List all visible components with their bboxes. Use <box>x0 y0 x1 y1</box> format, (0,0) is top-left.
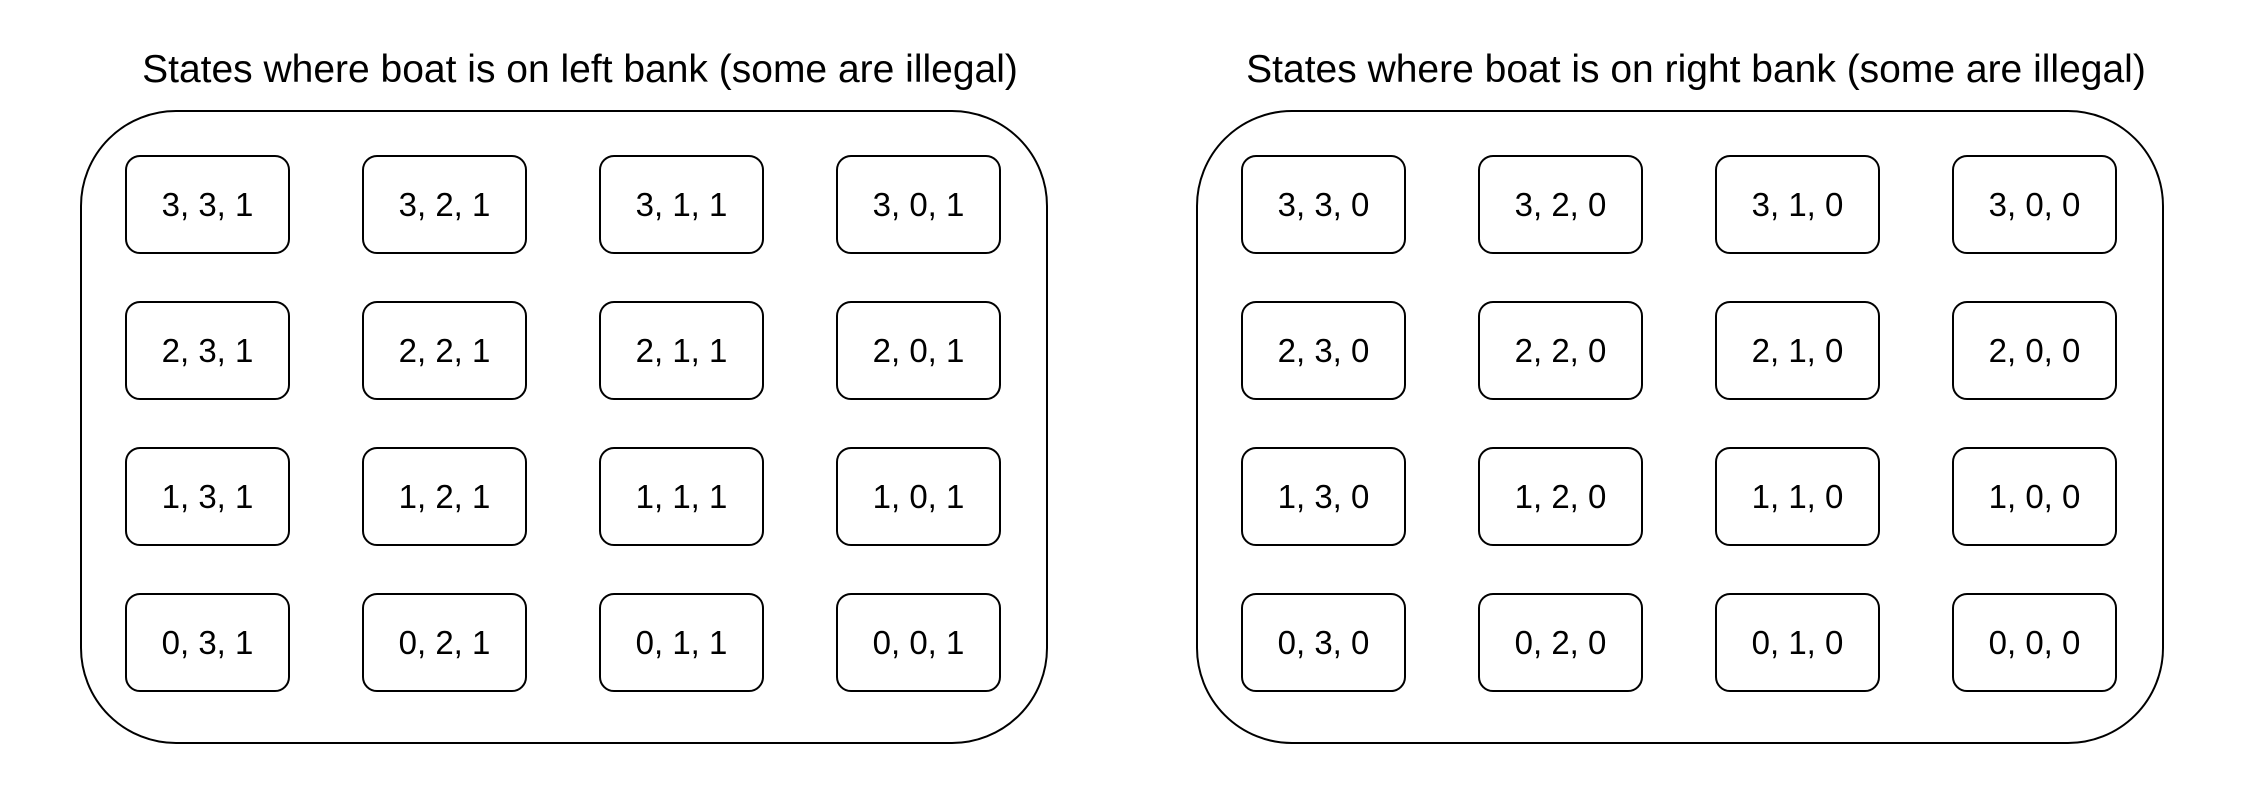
state-node: 0, 0, 0 <box>1952 593 2117 692</box>
state-node: 1, 3, 1 <box>125 447 290 546</box>
state-node: 0, 3, 0 <box>1241 593 1406 692</box>
state-node: 2, 3, 1 <box>125 301 290 400</box>
state-node: 2, 2, 1 <box>362 301 527 400</box>
state-node: 2, 1, 0 <box>1715 301 1880 400</box>
state-node: 2, 1, 1 <box>599 301 764 400</box>
state-node: 1, 0, 0 <box>1952 447 2117 546</box>
state-node: 0, 3, 1 <box>125 593 290 692</box>
right-bank-group: States where boat is on right bank (some… <box>1196 0 2196 800</box>
state-node: 1, 2, 1 <box>362 447 527 546</box>
state-node: 2, 3, 0 <box>1241 301 1406 400</box>
state-node: 3, 1, 0 <box>1715 155 1880 254</box>
state-node: 0, 1, 0 <box>1715 593 1880 692</box>
left-bank-container: 3, 3, 1 3, 2, 1 3, 1, 1 3, 0, 1 2, 3, 1 … <box>80 110 1048 744</box>
right-bank-title: States where boat is on right bank (some… <box>1246 48 2146 91</box>
left-bank-group: States where boat is on left bank (some … <box>80 0 1080 800</box>
right-bank-state-grid: 3, 3, 0 3, 2, 0 3, 1, 0 3, 0, 0 2, 3, 0 … <box>1241 155 2117 692</box>
state-node: 1, 0, 1 <box>836 447 1001 546</box>
state-node: 0, 1, 1 <box>599 593 764 692</box>
left-bank-title: States where boat is on left bank (some … <box>142 48 1018 91</box>
left-bank-state-grid: 3, 3, 1 3, 2, 1 3, 1, 1 3, 0, 1 2, 3, 1 … <box>125 155 1001 692</box>
state-node: 3, 0, 0 <box>1952 155 2117 254</box>
state-node: 2, 0, 1 <box>836 301 1001 400</box>
state-node: 3, 2, 1 <box>362 155 527 254</box>
state-node: 2, 2, 0 <box>1478 301 1643 400</box>
state-node: 1, 3, 0 <box>1241 447 1406 546</box>
state-node: 3, 1, 1 <box>599 155 764 254</box>
state-node: 0, 2, 0 <box>1478 593 1643 692</box>
state-node: 3, 0, 1 <box>836 155 1001 254</box>
state-node: 2, 0, 0 <box>1952 301 2117 400</box>
state-node: 0, 0, 1 <box>836 593 1001 692</box>
state-node: 1, 2, 0 <box>1478 447 1643 546</box>
state-node: 1, 1, 1 <box>599 447 764 546</box>
state-node: 0, 2, 1 <box>362 593 527 692</box>
state-node: 1, 1, 0 <box>1715 447 1880 546</box>
state-node: 3, 2, 0 <box>1478 155 1643 254</box>
state-node: 3, 3, 0 <box>1241 155 1406 254</box>
state-node: 3, 3, 1 <box>125 155 290 254</box>
right-bank-container: 3, 3, 0 3, 2, 0 3, 1, 0 3, 0, 0 2, 3, 0 … <box>1196 110 2164 744</box>
